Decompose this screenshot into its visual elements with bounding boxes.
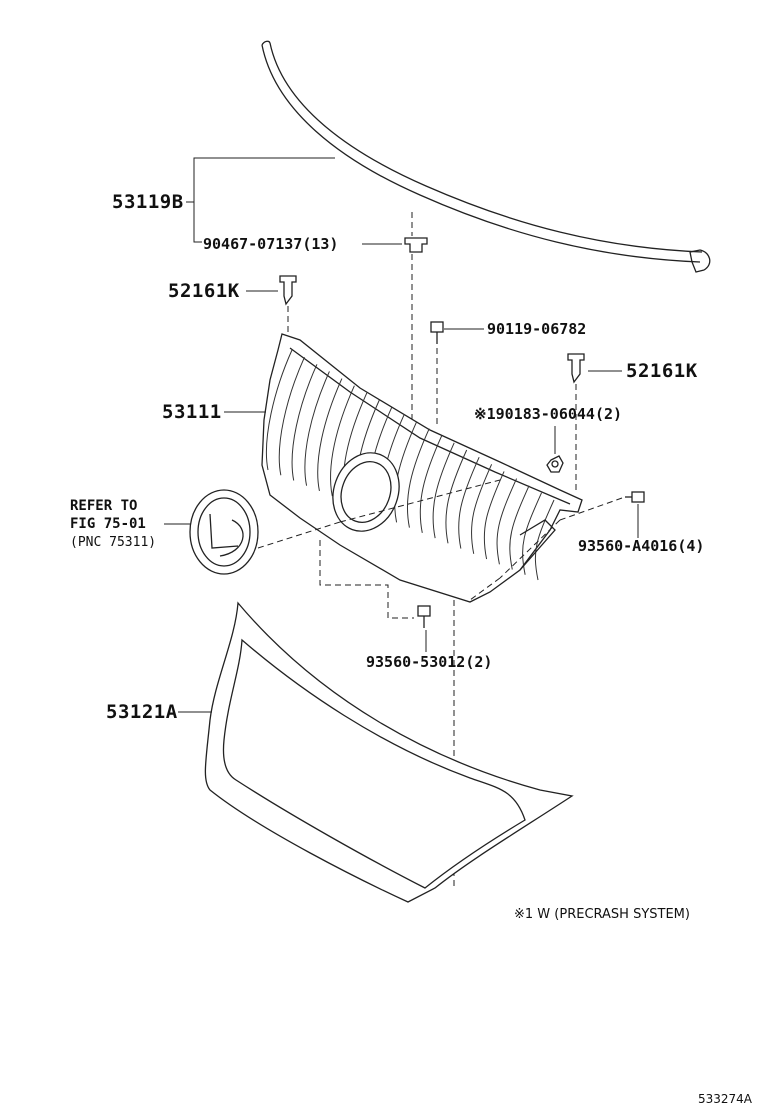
screw-top-part	[430, 321, 444, 428]
footnote: ※1 W (PRECRASH SYSTEM)	[514, 907, 690, 922]
grille-rib	[432, 442, 455, 539]
grille-rib	[304, 371, 330, 486]
grille-rib	[419, 435, 443, 533]
grille-rib	[445, 449, 468, 544]
callout-93560-53012[interactable]: 93560-53012(2)	[366, 653, 493, 671]
callout-53111[interactable]: 53111	[162, 401, 222, 423]
reference-link[interactable]: FIG 75-01	[70, 516, 146, 532]
reference-pnc: (PNC 75311)	[70, 535, 157, 550]
callout-90183-06044[interactable]: ※190183-06044(2)	[474, 405, 623, 423]
grille-rib	[317, 378, 343, 492]
nut-part	[546, 455, 564, 473]
callout-90119-06782[interactable]: 90119-06782	[487, 320, 587, 338]
grille-rib	[278, 356, 305, 476]
molding-clip-part	[404, 212, 428, 425]
callout-52161k-left[interactable]: 52161K	[168, 280, 240, 302]
callout-90467-07137[interactable]: 90467-07137(13)	[203, 235, 339, 253]
grille-ribs	[265, 349, 555, 581]
grille-rib	[407, 428, 430, 528]
grille-rib	[509, 485, 530, 570]
illustration-id: 533274A	[698, 1092, 753, 1106]
grille-frame	[204, 601, 574, 903]
grille-rib	[496, 478, 518, 565]
callout-52161k-right[interactable]: 52161K	[626, 360, 698, 382]
grille-rib	[291, 364, 318, 481]
grille-rib	[330, 385, 355, 497]
grille-rib	[265, 349, 293, 471]
callout-53121a[interactable]: 53121A	[106, 701, 178, 723]
reference-line-1: REFER TO	[70, 498, 138, 514]
callout-53119b[interactable]: 53119B	[112, 191, 184, 213]
push-clip-right-part	[567, 353, 585, 494]
grille-rib	[458, 456, 480, 549]
grille-rib	[471, 464, 493, 554]
push-clip-left-part	[279, 275, 297, 335]
upper-molding	[261, 40, 711, 273]
grille-rib	[483, 471, 505, 560]
callout-93560-a4016[interactable]: 93560-A4016(4)	[578, 537, 705, 555]
grille-rib	[534, 499, 555, 581]
leader-lines	[164, 157, 639, 713]
screw-right-part	[469, 491, 645, 601]
emblem-part	[189, 479, 501, 575]
radiator-grille	[261, 333, 583, 603]
